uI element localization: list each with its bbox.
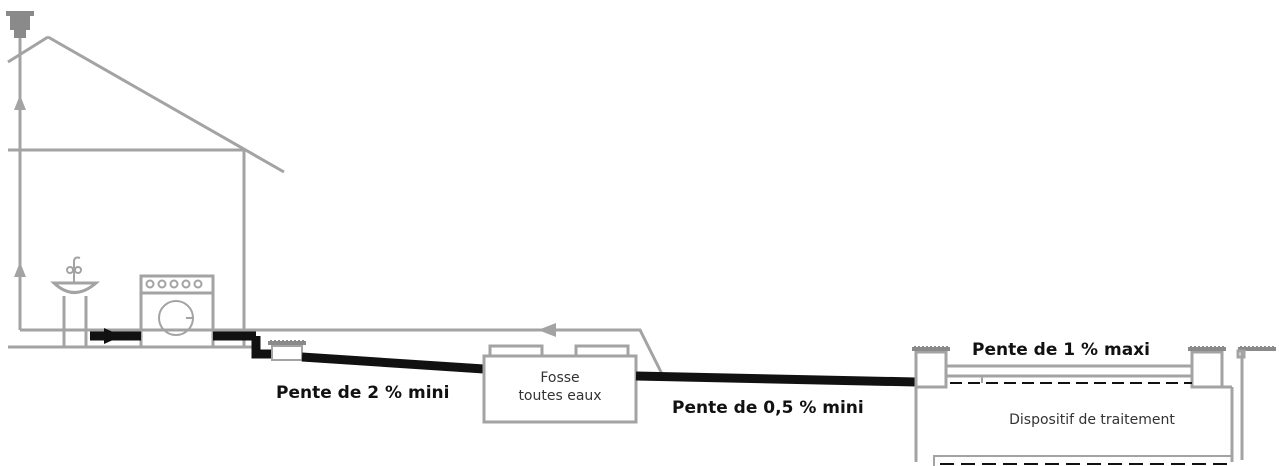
pipe-elbow [251,336,272,359]
tank-label-line1: Fosse [540,370,579,386]
roof-vent-icon [6,11,34,38]
vent-stack [6,11,34,330]
collector-frame [933,455,1232,466]
slope-label-2: Pente de 2 % mini [276,383,449,403]
washbasin-icon [50,256,101,347]
slope-label-05: Pente de 0,5 % mini [672,398,864,418]
slope-label-1: Pente de 1 % maxi [972,340,1150,360]
treatment-label: Dispositif de traitement [1009,412,1175,428]
treatment-device: Dispositif de traitement [912,346,1276,466]
inspection-cover-icon [912,346,950,351]
roof-line-left [7,35,49,64]
washing-machine-icon [139,274,215,349]
inspection-cover-icon [1188,346,1226,351]
flow-arrow-icon [14,262,26,277]
house [7,35,285,349]
outlet-vent-cap [1236,349,1246,359]
ventilation-pipe [20,328,666,379]
tank-body [482,354,638,424]
collection-box [1190,350,1224,389]
inlet-pipes [90,328,272,359]
distribution-box [914,350,948,389]
inspection-cover-icon [1238,346,1276,351]
inspection-cover-icon [268,340,306,345]
tank-label-line2: toutes eaux [518,388,601,404]
inspection-chamber [268,340,306,361]
pipe-to-treatment [635,371,917,387]
ventilation-line [20,323,666,379]
pipe-to-tank [301,352,485,374]
roof-line [47,35,285,174]
flow-arrow-icon [104,328,122,344]
septic-tank: Fosse toutes eaux [482,344,638,424]
flow-arrow-icon [14,95,26,110]
tank-riser-left [488,344,544,358]
flow-arrow-icon [538,323,556,337]
tank-riser-right [574,344,630,358]
